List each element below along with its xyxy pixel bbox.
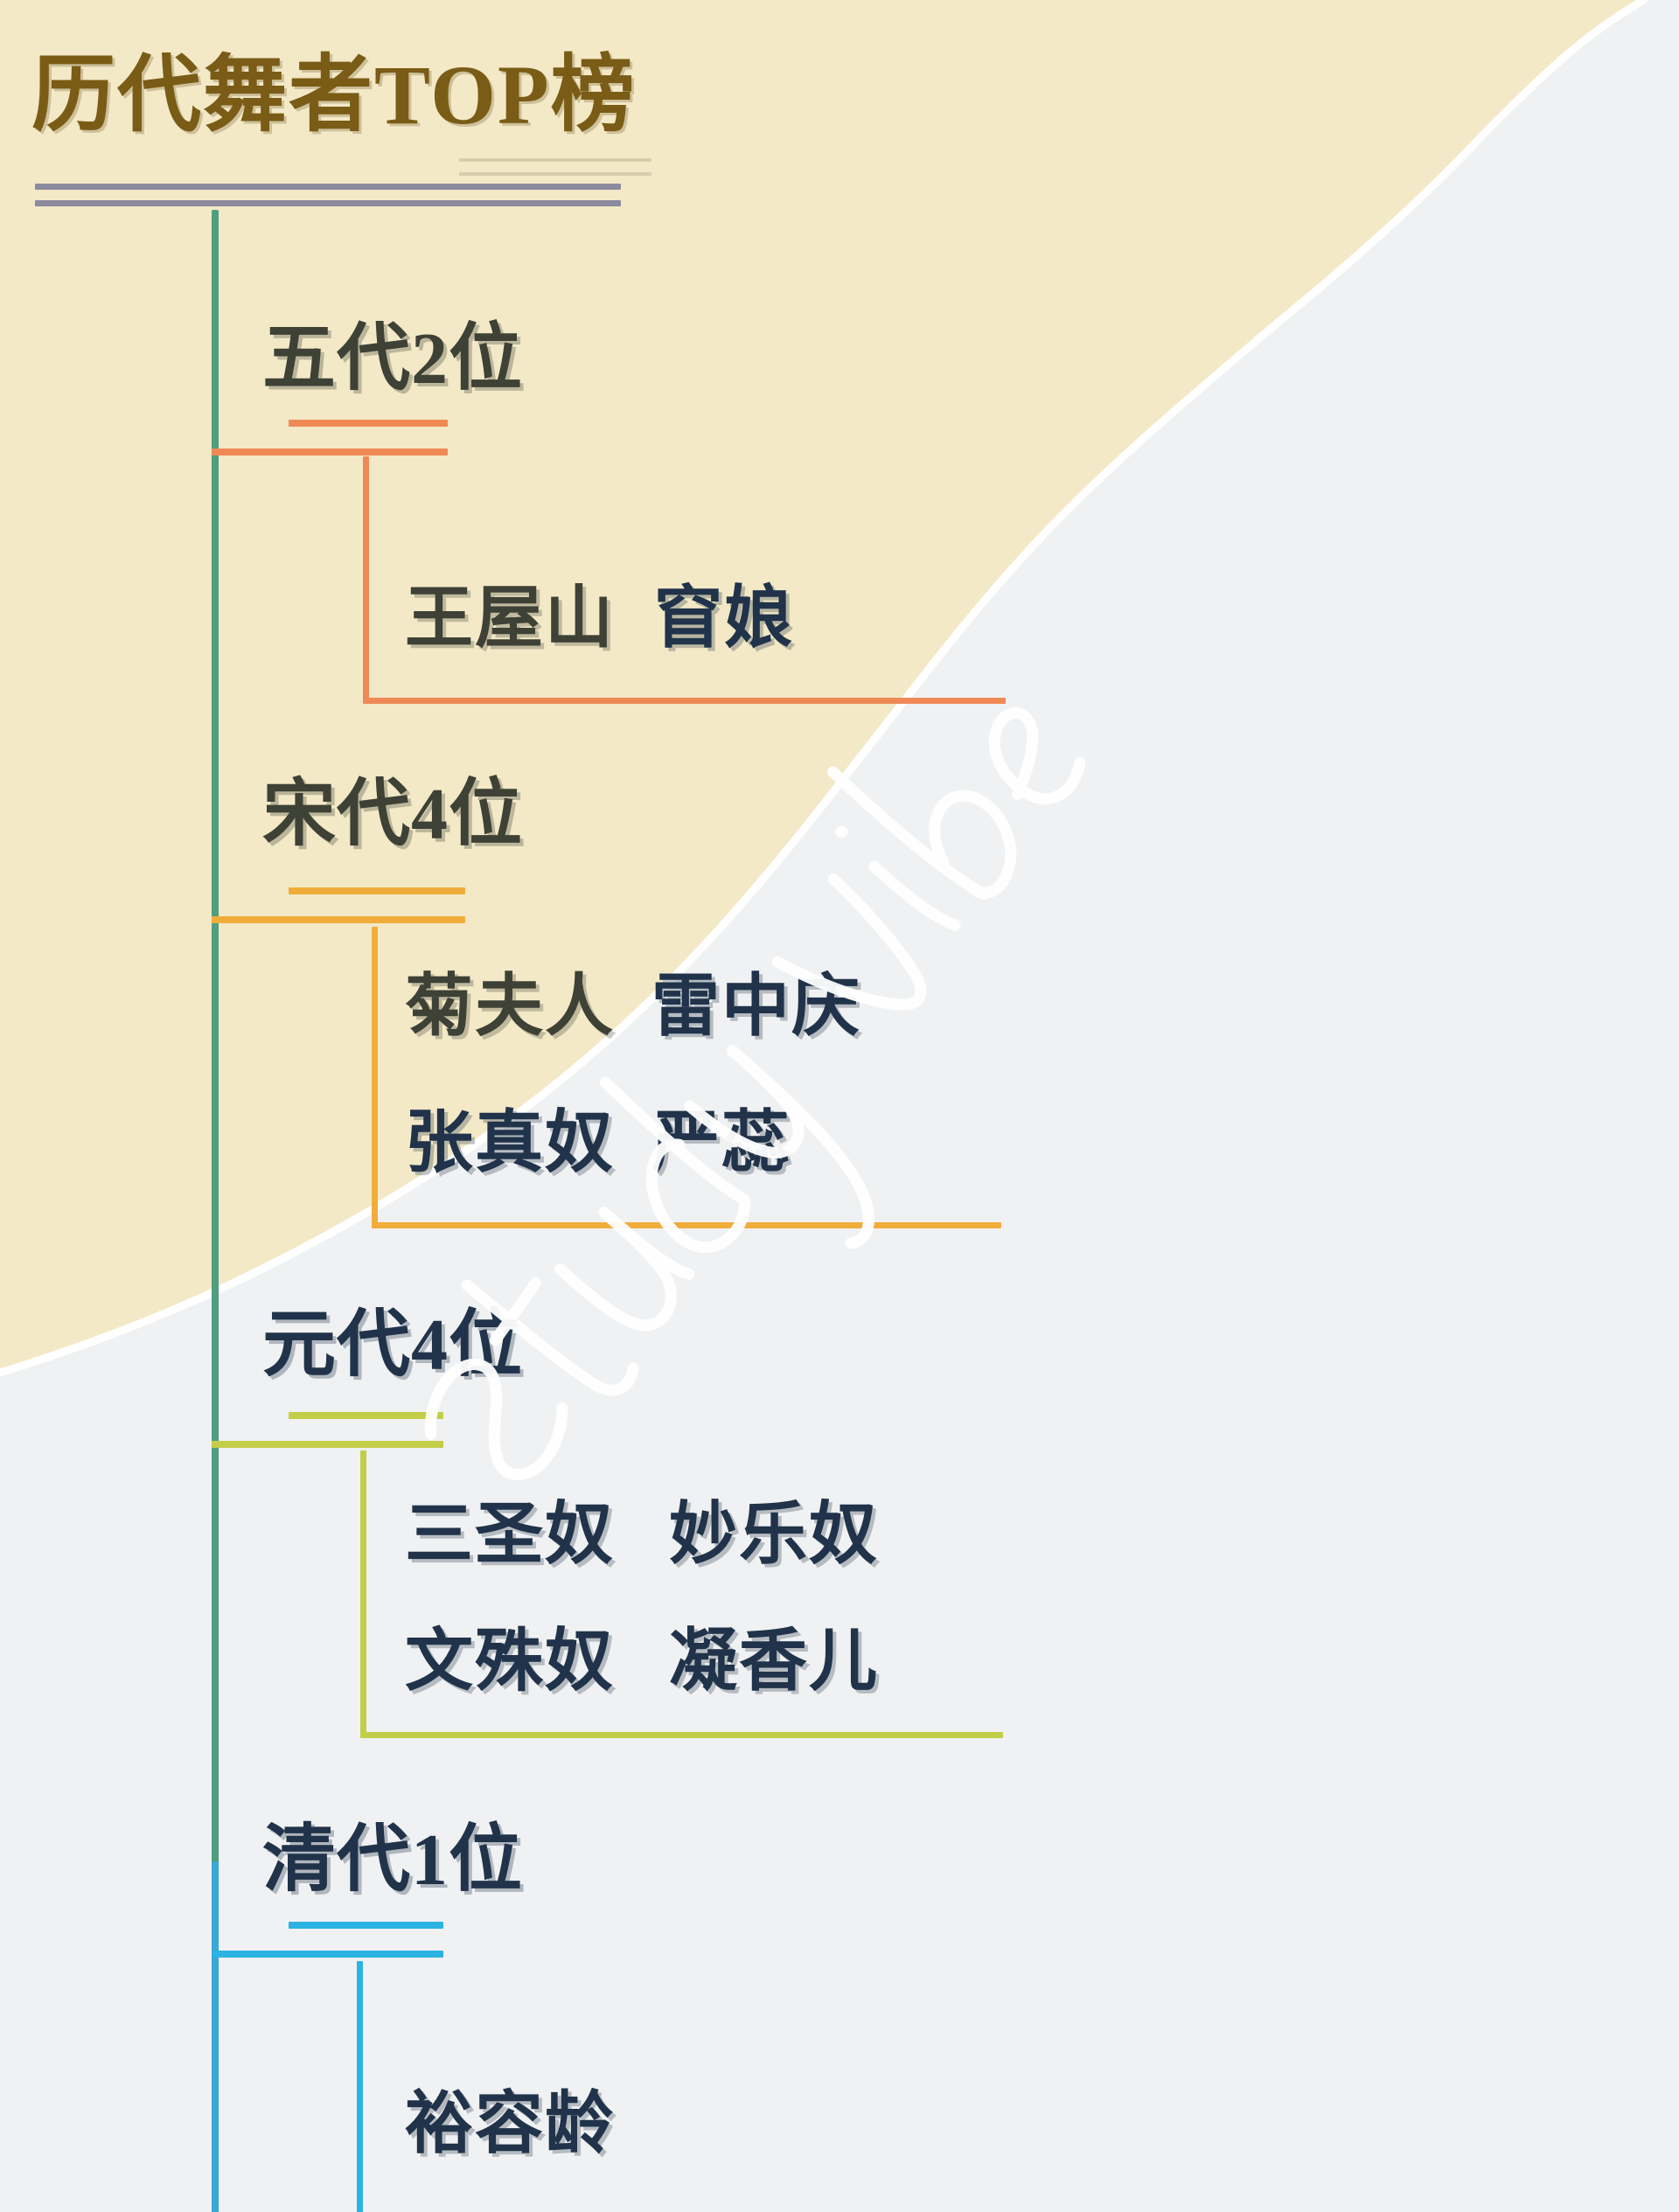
era-heading-song: 宋代4位 [262,773,524,855]
dancer-name-song-3: 张真奴 [405,1103,616,1180]
dancer-name-wudai-1: 王屋山 [405,580,616,656]
era-bracket-yuan [360,1450,1003,1745]
timeline-spine-blue [212,1861,219,2212]
page-title: 历代舞者TOP榜 [31,48,637,142]
era-heading-qing: 清代1位 [262,1819,524,1901]
era-bracket-qing [357,1960,1004,2212]
dancer-name-song-4: 严蕊 [651,1103,792,1180]
dancer-name-yuan-1: 三圣奴 [405,1496,616,1573]
dancer-name-song-1: 菊夫人 [405,967,616,1044]
era-heading-yuan: 元代4位 [262,1304,524,1387]
era-heading-wudai: 五代2位 [262,317,524,400]
timeline-spine-green [212,209,219,1876]
dancer-name-yuan-2: 妙乐奴 [669,1496,880,1573]
dancer-name-yuan-4: 凝香儿 [669,1622,880,1699]
dancer-name-qing-1: 裕容龄 [405,2084,616,2161]
dancer-name-yuan-3: 文殊奴 [405,1622,616,1699]
dancer-name-wudai-2: 窅娘 [654,580,795,656]
dancer-name-song-2: 雷中庆 [651,967,862,1044]
